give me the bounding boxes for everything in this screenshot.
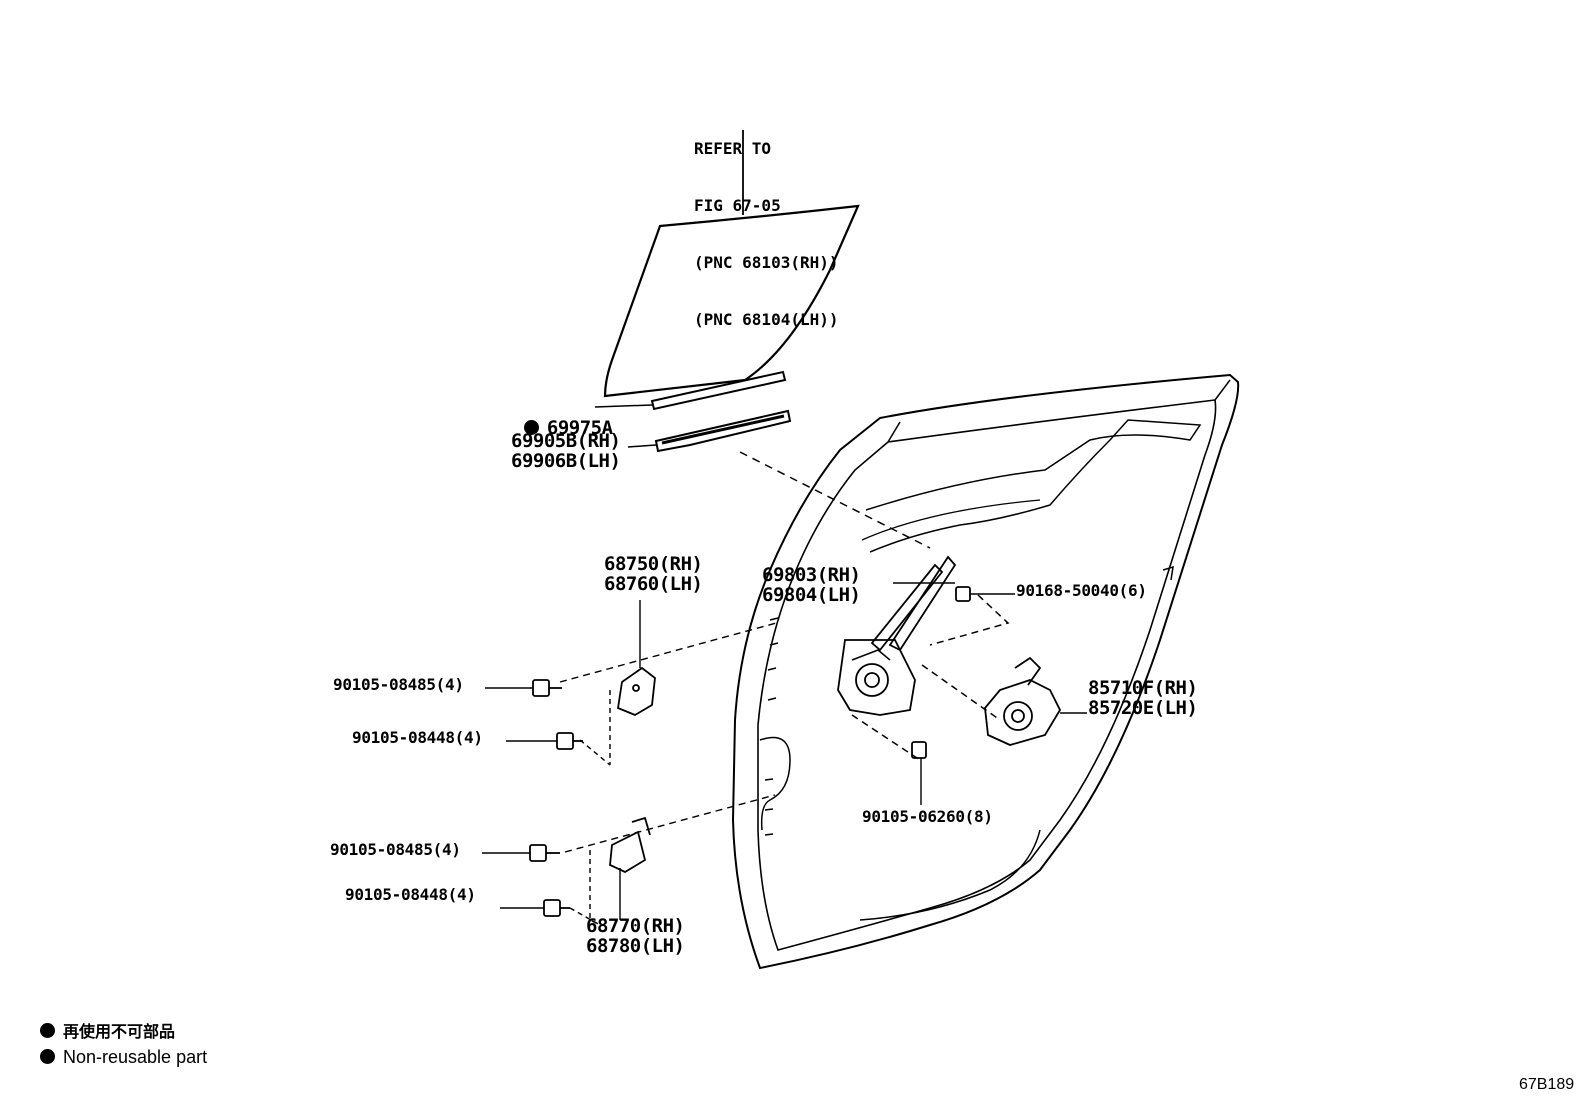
window-glass (603, 130, 860, 398)
bolt-lower-b (500, 899, 601, 926)
label-90168-50040: 90168-50040(6) (1016, 581, 1147, 600)
non-reusable-dot-icon (523, 420, 539, 435)
window-regulator (837, 555, 957, 716)
figure-code: 67B189 (1519, 1076, 1575, 1093)
legend-jp: 再使用不可部品 (40, 1018, 175, 1045)
refer-line-2: FIG 67-05 (694, 196, 781, 215)
bolt-lower-a (482, 844, 560, 862)
label-68750: 68750(RH) (604, 553, 703, 575)
label-69906b: 69906B(LH) (511, 450, 621, 472)
upper-hinge (559, 600, 781, 766)
label-69975a: 69975A (502, 398, 613, 438)
lower-hinge (564, 794, 776, 926)
label-90105-08448-lower: 90105-08448(4) (345, 885, 476, 904)
label-90105-08485-lower: 90105-08485(4) (330, 840, 461, 859)
legend-dot-icon (40, 1049, 55, 1064)
label-90105-06260: 90105-06260(8) (862, 807, 993, 826)
refer-note: REFER TO FIG 67-05 (PNC 68103(RH)) (PNC … (694, 101, 839, 348)
label-68770: 68770(RH) (586, 915, 685, 937)
bolt-upper-a (485, 679, 562, 697)
door-frame (731, 373, 1240, 970)
bolt-90168 (955, 586, 1015, 602)
label-68780: 68780(LH) (586, 935, 685, 957)
weatherstrip-69905b (627, 409, 792, 453)
weatherstrip-69975a (594, 370, 787, 411)
refer-line-3: (PNC 68103(RH)) (694, 253, 839, 272)
bolt-90105-06260 (911, 741, 927, 805)
label-85710f: 85710F(RH) (1088, 677, 1198, 699)
label-69804: 69804(LH) (762, 584, 861, 606)
label-85720e: 85720E(LH) (1088, 697, 1198, 719)
legend-dot-icon (40, 1023, 55, 1038)
label-90105-08485-upper: 90105-08485(4) (333, 675, 464, 694)
label-68760: 68760(LH) (604, 573, 703, 595)
label-69905b: 69905B(RH) (511, 430, 621, 452)
label-90105-08448-upper: 90105-08448(4) (352, 728, 483, 747)
bolt-upper-b (506, 732, 583, 750)
refer-line-1: REFER TO (694, 139, 772, 158)
regulator-motor (984, 656, 1087, 746)
legend-en: Non-reusable part (40, 1044, 207, 1070)
label-69803: 69803(RH) (762, 564, 861, 586)
refer-line-4: (PNC 68104(LH)) (694, 310, 839, 329)
